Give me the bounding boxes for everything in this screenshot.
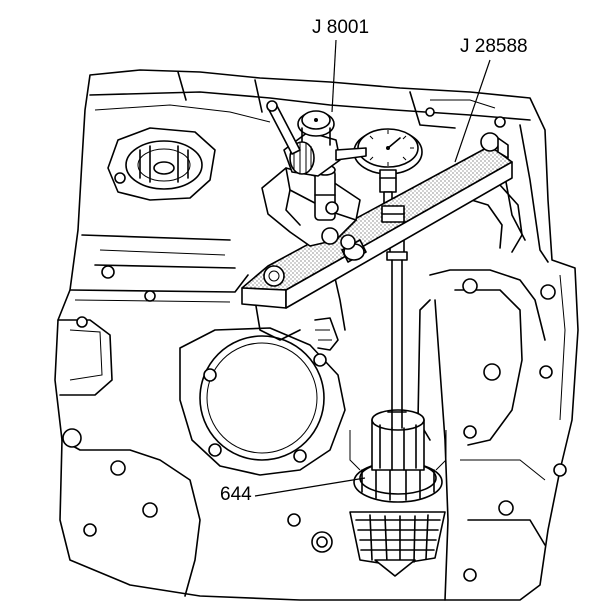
- gauge-bar-j28588: [241, 132, 513, 309]
- pump-bore: [179, 327, 346, 476]
- leader-line-j28588: [454, 59, 491, 163]
- gear-644: [349, 409, 447, 577]
- callout-j8001: J 8001: [312, 17, 369, 113]
- case-bolt-holes: [62, 107, 567, 582]
- callout-label-j28588: J 28588: [460, 36, 528, 57]
- depth-rod: [386, 235, 408, 429]
- callout-label-644: 644: [220, 484, 252, 505]
- leader-line-j8001: [331, 39, 337, 113]
- callout-j28588: J 28588: [454, 36, 528, 163]
- indicator-fixture: [261, 100, 367, 250]
- callout-label-j8001: J 8001: [312, 17, 369, 38]
- leader-line-644: [254, 477, 366, 497]
- servo-boss: [107, 127, 216, 201]
- callout-644: 644: [220, 477, 366, 505]
